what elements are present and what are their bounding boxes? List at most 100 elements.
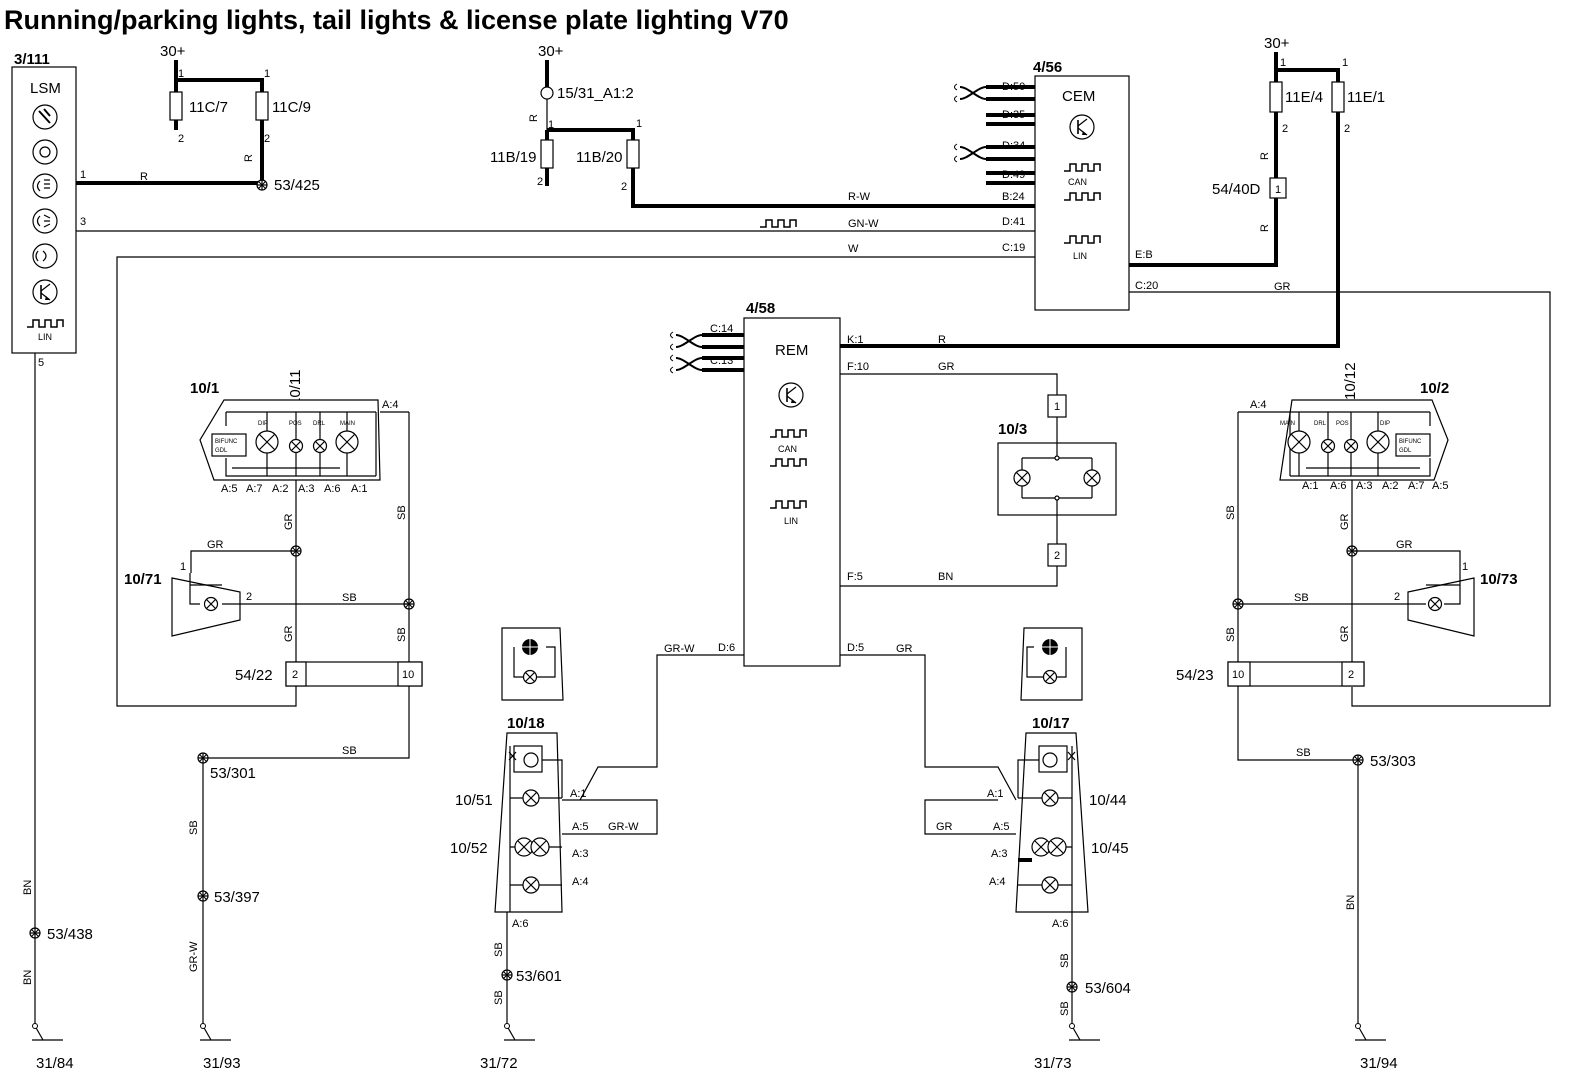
right-fog-light: 10/73 1 2: [1394, 561, 1518, 637]
wire-color-label: BN: [938, 571, 953, 583]
connector-54-23-label: 54/23: [1176, 667, 1214, 684]
cem-pin: B:24: [1002, 191, 1025, 203]
plate-pin: 1: [1054, 401, 1060, 413]
tail-pin: A:3: [991, 848, 1008, 860]
headlamp-label: BIFUNC: [1399, 439, 1422, 445]
tail-pin: A:5: [572, 821, 589, 833]
fog-pin: 2: [246, 591, 252, 603]
bulb-label: MAIN: [1280, 421, 1295, 427]
cem-pin: C:19: [1002, 242, 1025, 254]
tail-bulb-label: 10/45: [1091, 840, 1129, 857]
headlamp-pin: A:5: [1432, 480, 1449, 492]
left-headlamp: 10/1 10/11 BIFUNC GDL DIP POS DRL MAIN: [190, 370, 381, 481]
cem-name: CEM: [1062, 88, 1095, 105]
headlamp-pin: A:6: [324, 483, 341, 495]
cem-pin: C:20: [1135, 280, 1158, 292]
rem-lin-signal-icon: [769, 500, 807, 509]
headlamp-pin: A:3: [1356, 480, 1373, 492]
supply-label-3: 30+: [1264, 35, 1290, 52]
tail-pin: A:6: [1052, 918, 1069, 930]
can-twisted-pair: [669, 354, 703, 374]
splice-label: 53/303: [1370, 753, 1416, 770]
fuse-pin: 2: [537, 176, 543, 188]
rem-pin: F:10: [847, 361, 869, 373]
wire-color-label: SB: [342, 592, 357, 604]
wire-color-label: GR-W: [664, 643, 695, 655]
lsm-module: 3/111 LSM LIN: [11, 51, 77, 354]
rem-can-label: CAN: [778, 444, 797, 454]
rem-can-signal-icon: [769, 458, 807, 467]
fuse-pin: 1: [636, 118, 642, 130]
fuse-pin: 1: [264, 68, 270, 80]
license-plate-light: 1 10/3 2: [997, 394, 1117, 567]
connector-pin: 2: [292, 669, 298, 681]
wire-color-label: GR: [936, 821, 953, 833]
fuse-pin: 1: [1280, 57, 1286, 69]
tail-bulb-label: 10/52: [450, 840, 488, 857]
wire-color-label: SB: [493, 990, 505, 1005]
splice-53-303: [1352, 754, 1364, 766]
splice-label: 53/397: [214, 889, 260, 906]
rem-name: REM: [775, 342, 808, 359]
wire-color-label: R: [1259, 152, 1271, 160]
headlamp-pin: A:7: [1408, 480, 1425, 492]
lsm-id: 3/111: [14, 51, 50, 68]
ground-31-84: [31, 1022, 64, 1041]
right-headlamp: 10/2 10/12 BIFUNC GDL MAIN DRL POS DIP: [1279, 362, 1449, 481]
wire-color-label: R: [528, 114, 540, 122]
fuse-11c7: [169, 91, 183, 121]
fuse-pin: 2: [178, 133, 184, 145]
splice-label: 53/301: [210, 765, 256, 782]
ground-31-94: [1354, 1022, 1387, 1041]
left-headlamp-id: 10/1: [190, 380, 219, 397]
splice-53-604: [1066, 981, 1078, 993]
ground-31-72: [503, 1022, 536, 1041]
lsm-pin-5: 5: [38, 357, 44, 369]
bulb-label: DIP: [1380, 421, 1390, 427]
cem-pin: D:49: [1002, 169, 1025, 181]
rem-pin: C:13: [710, 355, 733, 367]
connector-54-22: 2 10 54/22: [235, 661, 423, 687]
headlamp-pin: A:7: [246, 483, 263, 495]
fog-pin: 1: [180, 561, 186, 573]
splice-53-397: [197, 890, 209, 902]
headlamp-pin: A:2: [1382, 480, 1399, 492]
rem-pin: D:5: [847, 642, 864, 654]
connector-54-23: 10 2 54/23: [1176, 661, 1365, 687]
headlamp-pin: A:3: [298, 483, 315, 495]
ground-label: 31/73: [1034, 1055, 1072, 1072]
wire-color-label: GR: [283, 625, 295, 642]
fuse-11e1: [1331, 81, 1345, 113]
cem-pin: D:35: [1002, 109, 1025, 121]
cem-lin-signal-icon: [1063, 235, 1101, 244]
wire-color-label: GR: [896, 643, 913, 655]
lsm-name: LSM: [30, 80, 61, 97]
bulb-label: POS: [1336, 421, 1349, 427]
fuse-11c9: [255, 91, 269, 121]
tail-pin: A:4: [989, 876, 1006, 888]
wire-color-label: SB: [1059, 1001, 1071, 1016]
diagram-title: Running/parking lights, tail lights & li…: [4, 5, 789, 35]
fuse-pin: 2: [621, 181, 627, 193]
bulb-label: DRL: [1314, 421, 1327, 427]
wire-color-label: SB: [342, 745, 357, 757]
terminal-15-31-label: 15/31_A1:2: [557, 85, 634, 102]
right-fog-id: 10/73: [1480, 571, 1518, 588]
cem-transistor-icon: [1069, 114, 1095, 140]
rem-transistor-icon: [778, 382, 804, 408]
wire-color-label: R-W: [848, 191, 871, 203]
left-tail-id: 10/18: [507, 715, 545, 732]
ground-31-73: [1068, 1022, 1101, 1041]
wire-color-label: SB: [396, 627, 408, 642]
lsm-switch-icons: [32, 104, 58, 269]
fuse-11c7-label: 11C/7: [189, 99, 228, 116]
fuse-11e4: [1269, 81, 1283, 113]
lsm-transistor-icon: [32, 279, 58, 305]
wire-color-label: SB: [1225, 505, 1237, 520]
splice-53-438: [29, 927, 41, 939]
wire-color-label: SB: [1296, 747, 1311, 759]
left-fog-id: 10/71: [124, 571, 162, 588]
wire-color-label: SB: [396, 505, 408, 520]
headlamp-pin: A:5: [221, 483, 238, 495]
right-headlamp-sub-id: 10/12: [1342, 362, 1359, 400]
